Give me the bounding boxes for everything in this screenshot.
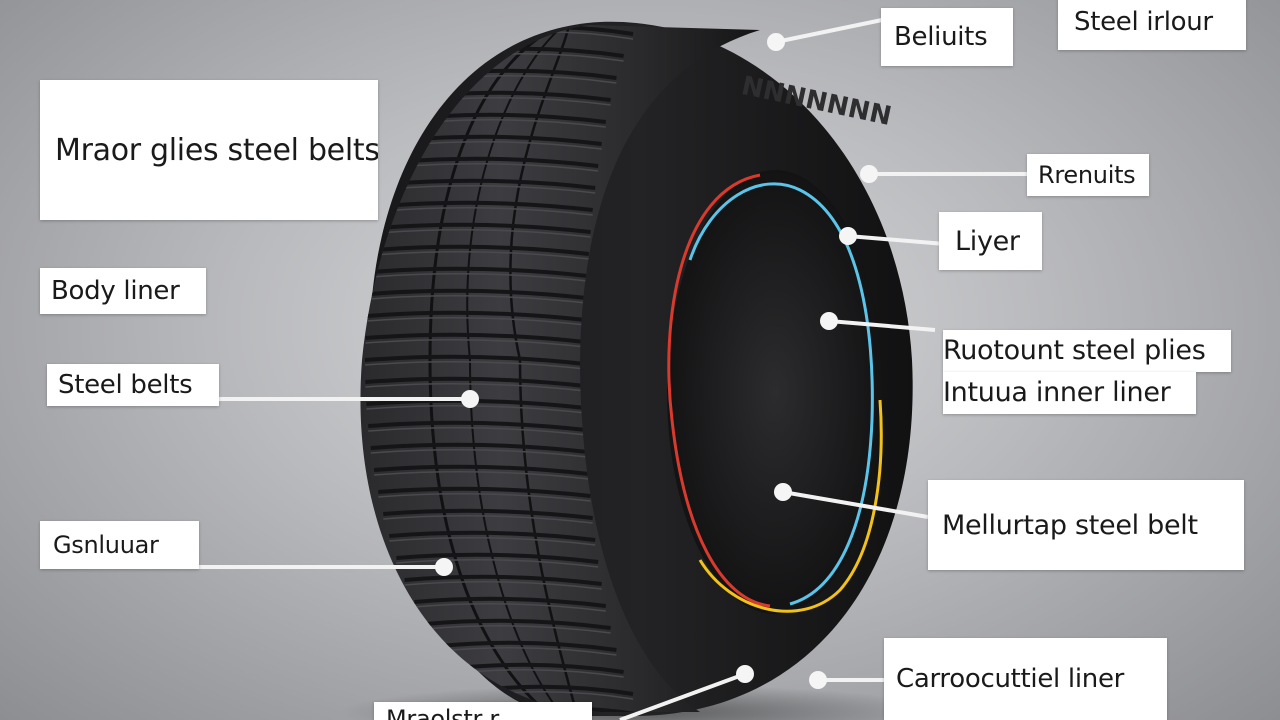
tread-sipe — [389, 530, 596, 542]
tread-sipe — [425, 618, 611, 630]
tread-sipe — [365, 376, 586, 388]
label-right-multi-line2: Intuua inner liner — [943, 372, 1197, 414]
tread-highlight — [374, 251, 589, 260]
label-bottom-left: Gsnluuar — [40, 521, 199, 569]
tread-sipe — [378, 486, 591, 498]
leader-dot — [435, 558, 453, 576]
leader-dot — [809, 671, 827, 689]
tread-highlight — [383, 207, 593, 216]
tread-highlight — [439, 647, 617, 656]
label-belts-top: Beliuits — [881, 8, 1013, 66]
tread-sipe — [378, 222, 591, 234]
tread-highlight — [378, 229, 591, 238]
label-steel-belts: Steel belts — [47, 364, 219, 406]
tread-highlight — [368, 427, 587, 436]
leader-line — [775, 18, 883, 44]
tread-sipe — [396, 156, 599, 168]
label-right-multi-line1: Ruotount steel plies — [943, 330, 1232, 372]
tread-sipe — [370, 442, 588, 454]
label-right-lower-text: Mellurtap steel belt — [942, 509, 1198, 541]
label-body-liner: Body liner — [40, 268, 206, 314]
tread-highlight — [370, 449, 588, 458]
label-right-lower: Mellurtap steel belt — [928, 480, 1244, 570]
tread-highlight — [389, 185, 596, 194]
leader-dot — [767, 33, 785, 51]
tread-highlight — [374, 471, 589, 480]
tread-sipe — [383, 508, 593, 520]
tread-highlight — [378, 493, 591, 502]
tread-sipe — [389, 178, 596, 190]
tread-highlight — [389, 537, 596, 546]
leader-dot — [736, 665, 754, 683]
leader-lines — [199, 18, 1030, 720]
tread-sipe — [365, 332, 586, 344]
label-main-left: Mraor glies steel belts — [40, 80, 378, 220]
tread-sipe — [373, 244, 590, 256]
tread-highlight — [370, 273, 588, 282]
tread-highlight — [364, 361, 586, 370]
tread-sipe — [404, 574, 602, 586]
label-right-multi: Ruotount steel plies Intuua inner liner — [931, 324, 1244, 420]
leader-line — [782, 490, 929, 519]
leader-dot — [461, 390, 479, 408]
label-belts-top-text: Beliuits — [894, 22, 988, 52]
tire-inner-opening — [667, 170, 883, 614]
label-steel-interior: Steel irlour — [1058, 0, 1246, 50]
tread-sipe — [383, 200, 593, 212]
leader-dot — [860, 165, 878, 183]
tread-sipe — [396, 552, 599, 564]
tread-highlight — [366, 317, 586, 326]
label-right-2-text: Liyer — [955, 225, 1020, 257]
leader-dot — [774, 483, 792, 501]
inner-ring-yellow — [698, 399, 883, 613]
label-steel-interior-text: Steel irlour — [1074, 7, 1213, 37]
tread-sipe — [366, 310, 586, 322]
inner-ring-blue — [688, 182, 874, 606]
tread-sipe — [373, 464, 590, 476]
label-bottom-right-text: Carroocuttiel liner — [896, 664, 1125, 694]
tread-sipe — [414, 596, 607, 608]
tread-sipe — [456, 662, 624, 674]
tread-sipe — [439, 640, 617, 652]
leader-line — [619, 672, 746, 720]
tread-pattern — [364, 25, 649, 712]
tread-highlight — [425, 625, 611, 634]
label-right-1-text: Rrenuits — [1038, 161, 1136, 189]
tread-highlight — [383, 515, 593, 524]
label-body-liner-text: Body liner — [51, 276, 180, 306]
tread-sipe — [370, 266, 588, 278]
tread-highlight — [366, 405, 586, 414]
tread-highlight — [414, 603, 606, 612]
label-right-2: Liyer — [939, 212, 1042, 270]
leader-line — [847, 234, 946, 246]
leader-line — [828, 319, 936, 332]
leader-dot — [820, 312, 838, 330]
tread-highlight — [365, 339, 586, 348]
tread-highlight — [368, 295, 587, 304]
label-bottom-center: Mraolstr r — [374, 702, 592, 720]
tread-highlight — [404, 581, 602, 590]
tread-highlight — [396, 559, 599, 568]
leader-dot — [839, 227, 857, 245]
label-main-left-text: Mraor glies steel belts — [55, 132, 378, 168]
tread-highlight — [365, 383, 586, 392]
inner-ring-red — [667, 173, 771, 608]
label-bottom-right: Carroocuttiel liner — [884, 638, 1167, 720]
label-bottom-center-text: Mraolstr r — [386, 705, 499, 720]
label-bottom-left-text: Gsnluuar — [53, 531, 159, 559]
tread-highlight — [396, 163, 599, 172]
label-right-1: Rrenuits — [1027, 154, 1149, 196]
tread-sipe — [368, 420, 587, 432]
tread-sipe — [368, 288, 587, 300]
label-steel-belts-text: Steel belts — [58, 370, 193, 400]
tread-sipe — [364, 354, 586, 366]
tire-tread — [360, 25, 760, 712]
